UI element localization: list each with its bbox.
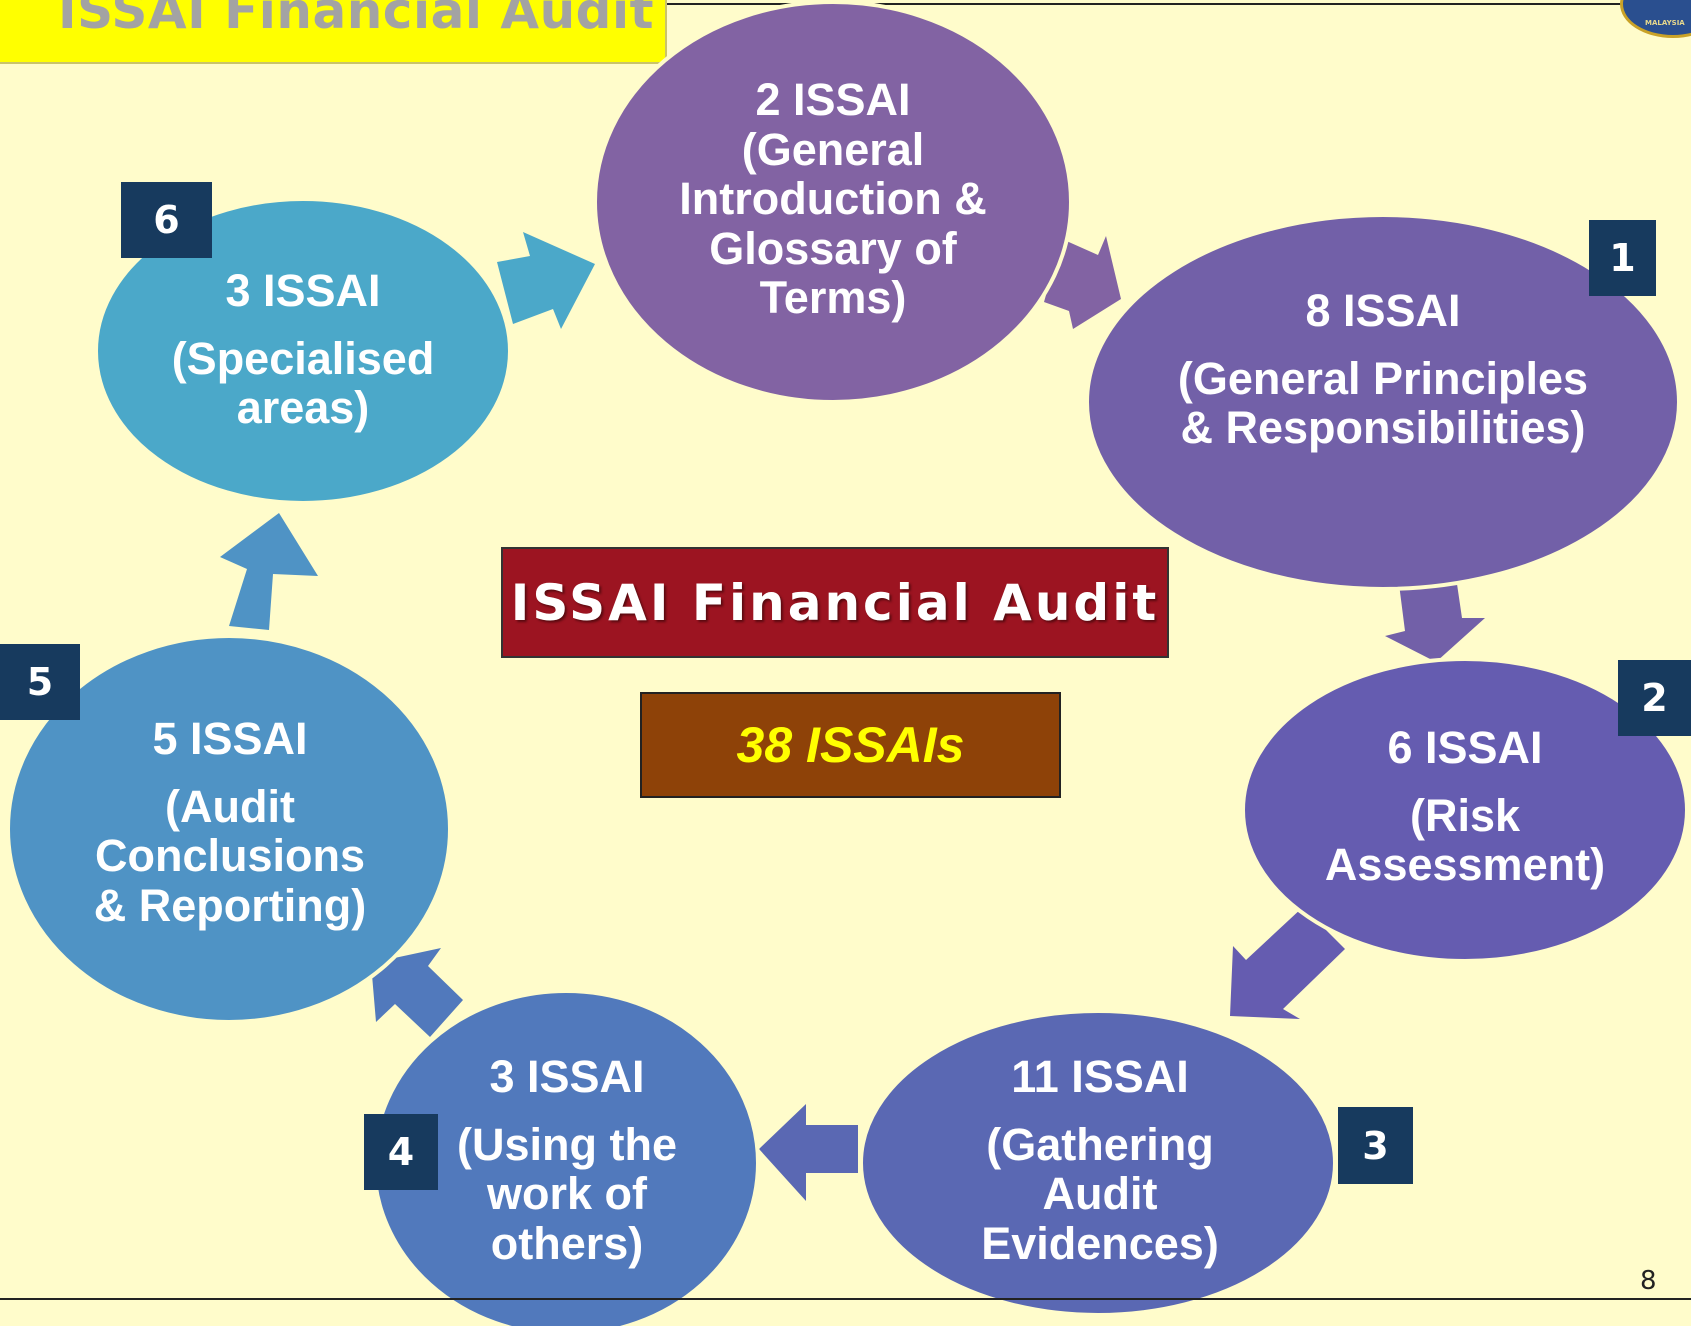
center-title: ISSAI Financial Audit — [510, 573, 1160, 632]
node-5-count: 5 ISSAI — [152, 713, 308, 764]
node-1-text: 8 ISSAI (General Principles & Responsibi… — [1170, 286, 1596, 453]
slide-title: ISSAI Financial Audit — [58, 0, 654, 40]
step-badge-4: 4 — [364, 1114, 438, 1190]
node-5-desc: (Audit Conclusions & Reporting) — [93, 780, 367, 931]
step-badge-2: 2 — [1618, 660, 1691, 736]
node-3-text: 11 ISSAI (Gathering Audit Evidences) — [950, 1052, 1250, 1268]
node-4-text: 3 ISSAI (Using the work of others) — [432, 1052, 702, 1268]
step-badge-6: 6 — [121, 182, 212, 258]
page-number: 8 — [1640, 1266, 1657, 1296]
node-6-count: 3 ISSAI — [225, 265, 381, 316]
node-2 — [1241, 657, 1689, 963]
node-3-count: 11 ISSAI — [1011, 1051, 1189, 1102]
step-badge-3: 3 — [1338, 1107, 1413, 1184]
node-6-text: 3 ISSAI (Specialised areas) — [150, 266, 456, 433]
node-intro-desc: (General Introduction & Glossary of Term… — [679, 123, 987, 323]
node-2-text: 6 ISSAI (Risk Assessment) — [1300, 723, 1630, 890]
node-3 — [859, 1009, 1337, 1317]
node-4-count: 3 ISSAI — [489, 1051, 645, 1102]
step-badge-1: 1 — [1589, 220, 1656, 296]
node-intro-text: 2 ISSAI (General Introduction & Glossary… — [640, 75, 1026, 323]
arrow-3-to-4 — [759, 1104, 858, 1201]
node-1-count: 8 ISSAI — [1305, 285, 1461, 336]
arrow-6-to-intro — [497, 232, 595, 329]
arrow-4-to-5 — [371, 948, 463, 1037]
node-5 — [6, 634, 452, 1024]
total-count: 38 ISSAIs — [736, 717, 965, 773]
node-2-desc: (Risk Assessment) — [1324, 789, 1606, 890]
step-badge-5: 5 — [0, 644, 80, 720]
node-1-desc: (General Principles & Responsibilities) — [1177, 352, 1589, 453]
node-6 — [94, 197, 512, 505]
node-intro-count: 2 ISSAI — [755, 74, 911, 125]
node-3-desc: (Gathering Audit Evidences) — [981, 1118, 1219, 1269]
top-rule — [667, 3, 1627, 5]
node-2-count: 6 ISSAI — [1387, 722, 1543, 773]
node-6-desc: (Specialised areas) — [171, 332, 435, 433]
arrow-1-to-2 — [1385, 584, 1485, 662]
node-4-desc: (Using the work of others) — [457, 1118, 677, 1269]
bottom-rule — [0, 1298, 1691, 1300]
arrow-intro-to-1 — [1044, 236, 1121, 329]
arrow-2-to-3 — [1230, 907, 1345, 1019]
total-count-box: 38 ISSAIs — [640, 692, 1061, 798]
node-intro — [593, 0, 1073, 404]
node-5-text: 5 ISSAI (Audit Conclusions & Reporting) — [70, 714, 390, 930]
slide-title-banner: ISSAI Financial Audit — [0, 0, 667, 64]
node-1 — [1085, 213, 1681, 591]
arrow-5-to-6 — [220, 513, 318, 630]
center-title-box: ISSAI Financial Audit — [501, 547, 1169, 658]
